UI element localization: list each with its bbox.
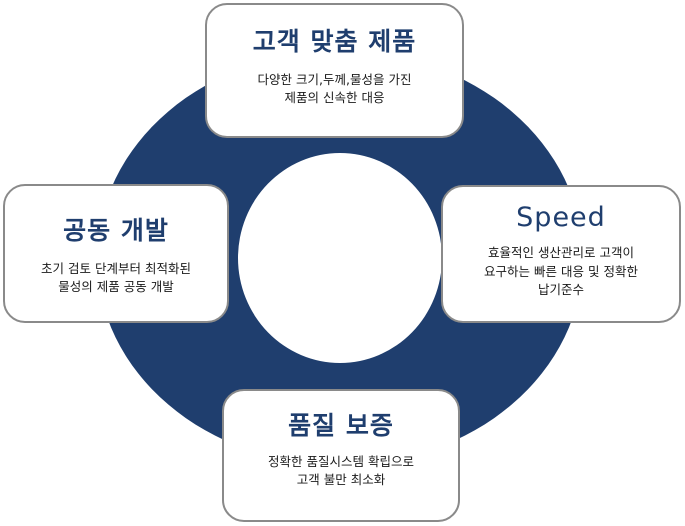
- card-custom-product: 고객 맞춤 제품 다양한 크기,두께,물성을 가진 제품의 신속한 대응: [205, 3, 464, 138]
- card-desc-line: 고객 불만 최소화: [296, 472, 386, 488]
- navy-ring: [96, 50, 583, 466]
- card-desc-line: 효율적인 생산관리로 고객이: [488, 245, 634, 261]
- card-description: 초기 검토 단계부터 최적화된 물성의 제품 공동 개발: [5, 260, 227, 296]
- card-title: 고객 맞춤 제품: [252, 27, 417, 56]
- card-quality-assurance: 품질 보증 정확한 품질시스템 확립으로 고객 불만 최소화: [222, 389, 460, 522]
- card-desc-line: 납기준수: [537, 281, 584, 297]
- card-description: 다양한 크기,두께,물성을 가진 제품의 신속한 대응: [207, 71, 462, 107]
- card-title: 품질 보증: [288, 411, 394, 440]
- card-desc-line: 초기 검토 단계부터 최적화된: [41, 261, 191, 276]
- card-desc-line: 요구하는 빠른 대응 및 정확한: [484, 263, 638, 279]
- card-desc-line: 정확한 품질시스템 확립으로: [268, 454, 414, 469]
- card-title: 공동 개발: [63, 216, 169, 245]
- card-desc-line: 다양한 크기,두께,물성을 가진: [257, 72, 412, 87]
- card-desc-line: 제품의 신속한 대응: [284, 90, 385, 106]
- card-title: Speed: [516, 202, 606, 233]
- card-joint-development: 공동 개발 초기 검토 단계부터 최적화된 물성의 제품 공동 개발: [3, 184, 229, 323]
- card-speed: Speed 효율적인 생산관리로 고객이 요구하는 빠른 대응 및 정확한 납기…: [441, 185, 681, 323]
- card-description: 정확한 품질시스템 확립으로 고객 불만 최소화: [224, 453, 458, 489]
- card-desc-line: 물성의 제품 공동 개발: [58, 279, 174, 295]
- card-description: 효율적인 생산관리로 고객이 요구하는 빠른 대응 및 정확한 납기준수: [443, 244, 679, 298]
